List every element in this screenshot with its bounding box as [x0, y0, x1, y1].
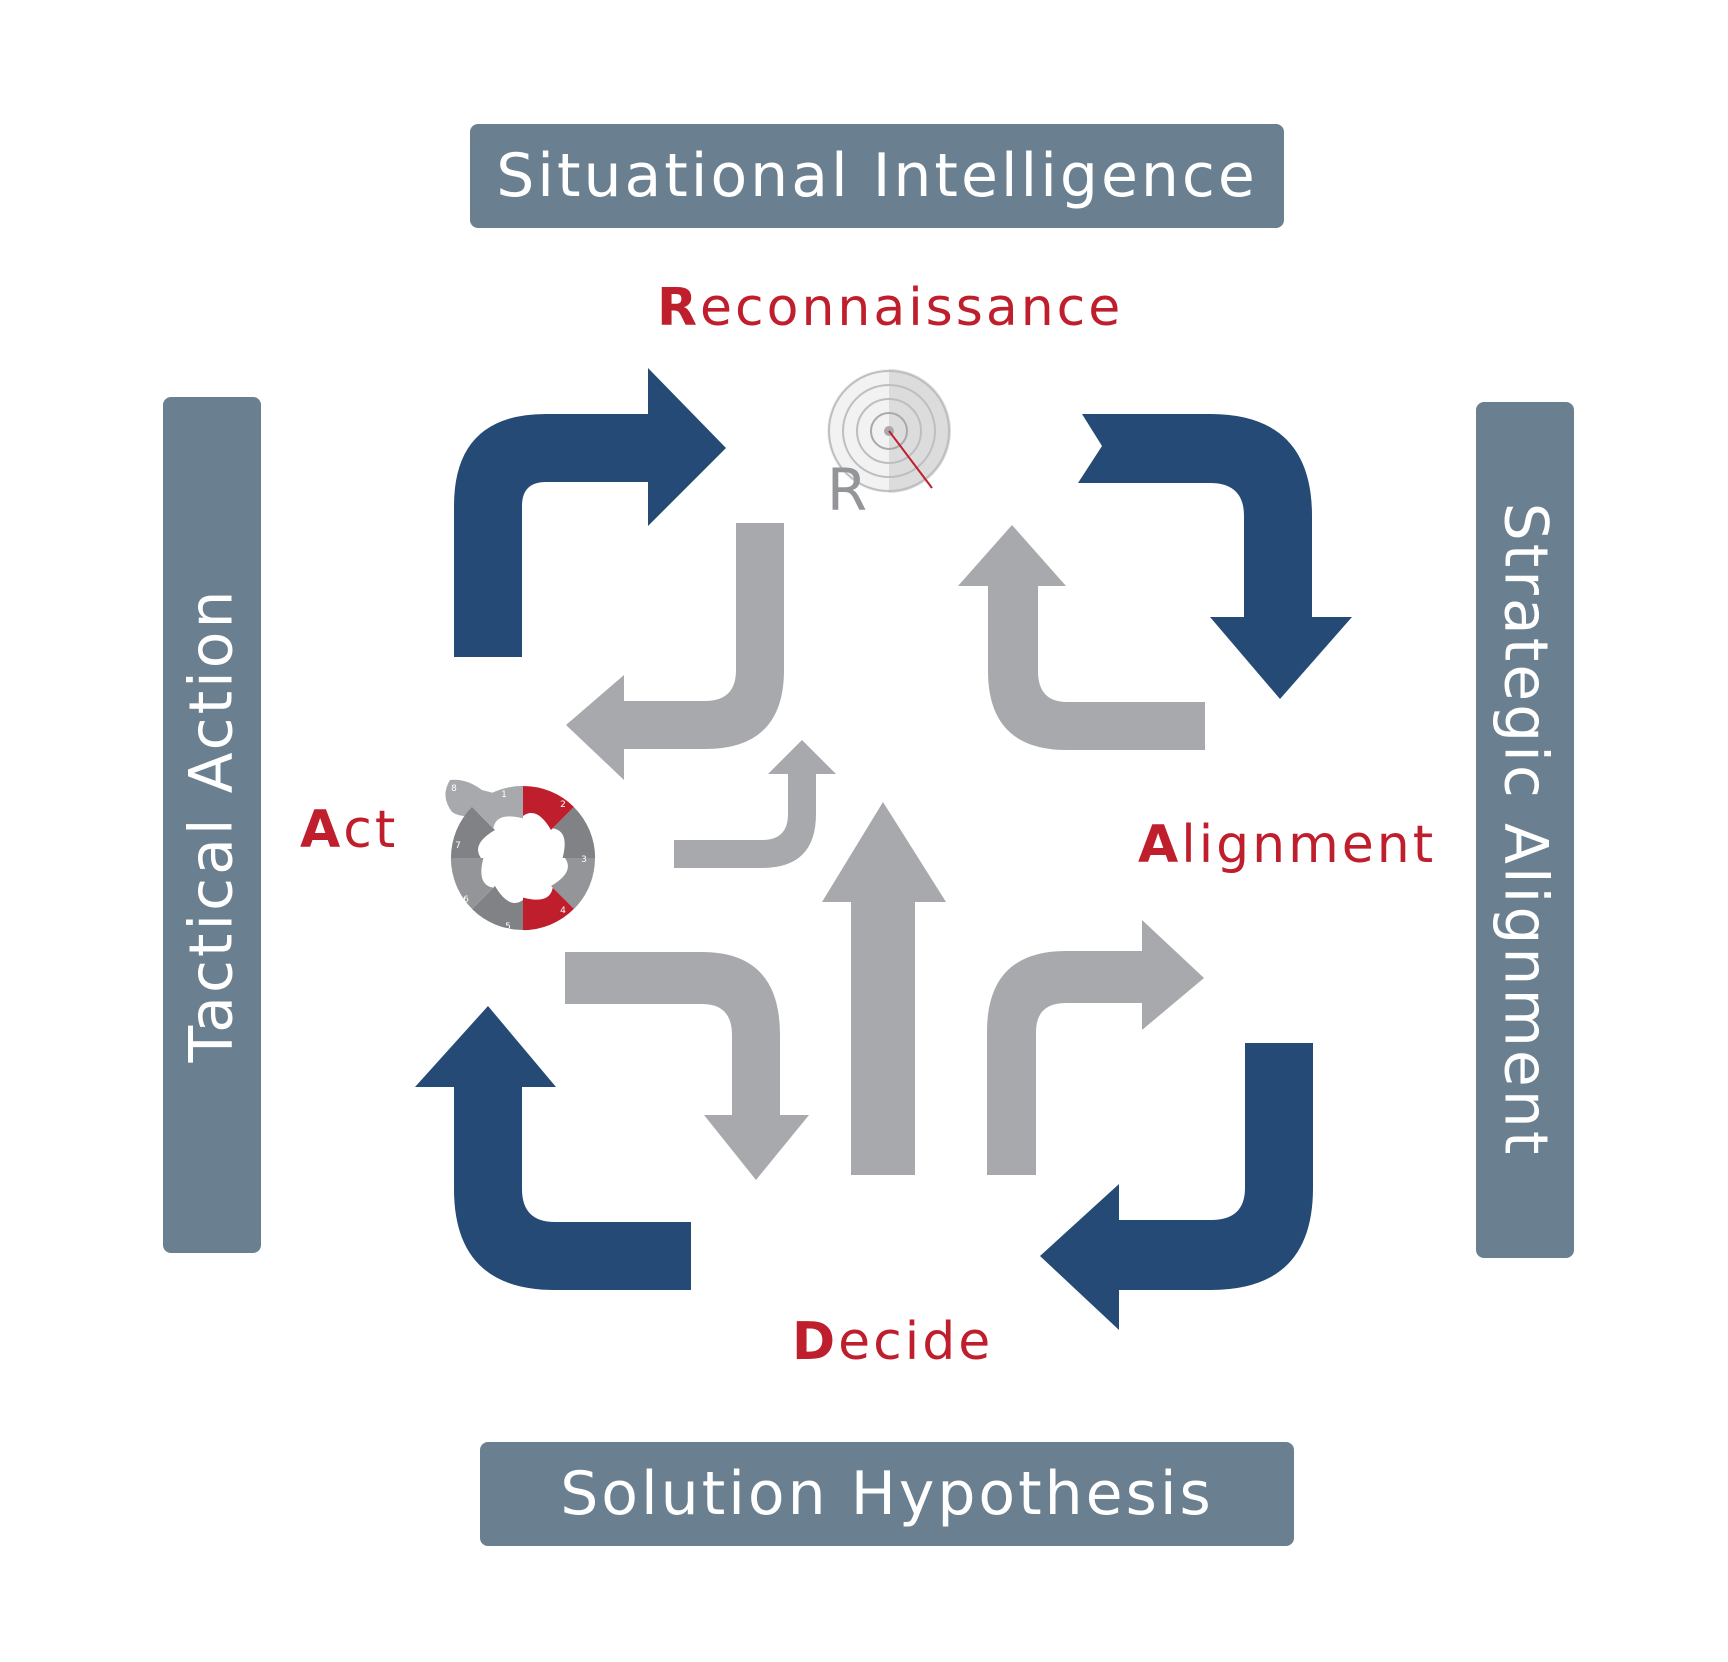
- logo-letter: R: [827, 456, 867, 524]
- cycle-blade-4: [523, 887, 574, 931]
- stage-reconnaissance-initial: R: [657, 278, 701, 338]
- arrow-navy-bottom-right: [1040, 1043, 1313, 1330]
- cycle-number-2: 2: [560, 800, 566, 810]
- arrow-gray-small-center: [674, 740, 836, 868]
- pillar-situational-intelligence: Situational Intelligence: [470, 124, 1284, 228]
- stage-reconnaissance-rest: econnaissance: [700, 278, 1124, 338]
- pillar-top-label: Situational Intelligence: [496, 141, 1258, 211]
- arrow-gray-big-center: [822, 802, 946, 1175]
- stage-act-rest: ct: [343, 800, 399, 860]
- stage-decide-initial: D: [792, 1312, 839, 1372]
- arrow-gray-upper-left: [566, 523, 784, 780]
- cycle-number-5: 5: [505, 922, 511, 932]
- stage-decide: Decide: [792, 1312, 993, 1372]
- cycle-icon: 1 2 3 4 5 6 7 8: [445, 779, 596, 932]
- arrow-gray-lower-left: [565, 952, 809, 1180]
- cycle-blade-5: [472, 886, 523, 931]
- cycle-number-6: 6: [463, 895, 469, 905]
- arrow-navy-top-left: [454, 368, 726, 657]
- cycle-number-4: 4: [560, 906, 566, 916]
- stage-act: Act: [300, 800, 398, 860]
- cycle-blade-6: [450, 858, 494, 909]
- stage-decide-rest: ecide: [838, 1312, 994, 1372]
- stage-alignment-rest: lignment: [1181, 815, 1437, 875]
- cycle-number-7: 7: [455, 841, 461, 851]
- arrow-gray-lower-right: [987, 920, 1204, 1175]
- cycle-blade-1: [523, 785, 574, 830]
- pillar-solution-hypothesis: Solution Hypothesis: [480, 1442, 1294, 1546]
- cycle-blade-8: [472, 785, 523, 829]
- stage-alignment: Alignment: [1138, 815, 1436, 875]
- stage-alignment-initial: A: [1138, 815, 1182, 875]
- cycle-blade-3: [551, 858, 596, 909]
- cycle-blade-2: [552, 807, 596, 858]
- pillar-strategic-alignment: Strategic Alignment: [1476, 402, 1574, 1258]
- arrow-gray-upper-right: [958, 525, 1205, 750]
- pillar-tactical-action: Tactical Action: [163, 397, 261, 1253]
- arrow-navy-top-right: [1078, 414, 1352, 699]
- stage-act-initial: A: [300, 800, 344, 860]
- cycle-number-3: 3: [581, 855, 587, 865]
- cycle-number-8: 8: [451, 784, 457, 794]
- pillar-bottom-label: Solution Hypothesis: [560, 1459, 1214, 1529]
- cycle-number-1: 1: [501, 790, 507, 800]
- cycle-blade-7: [450, 807, 495, 858]
- target-icon: R: [827, 369, 951, 524]
- stage-reconnaissance: Reconnaissance: [657, 278, 1123, 338]
- arrow-navy-bottom-left: [415, 1006, 691, 1290]
